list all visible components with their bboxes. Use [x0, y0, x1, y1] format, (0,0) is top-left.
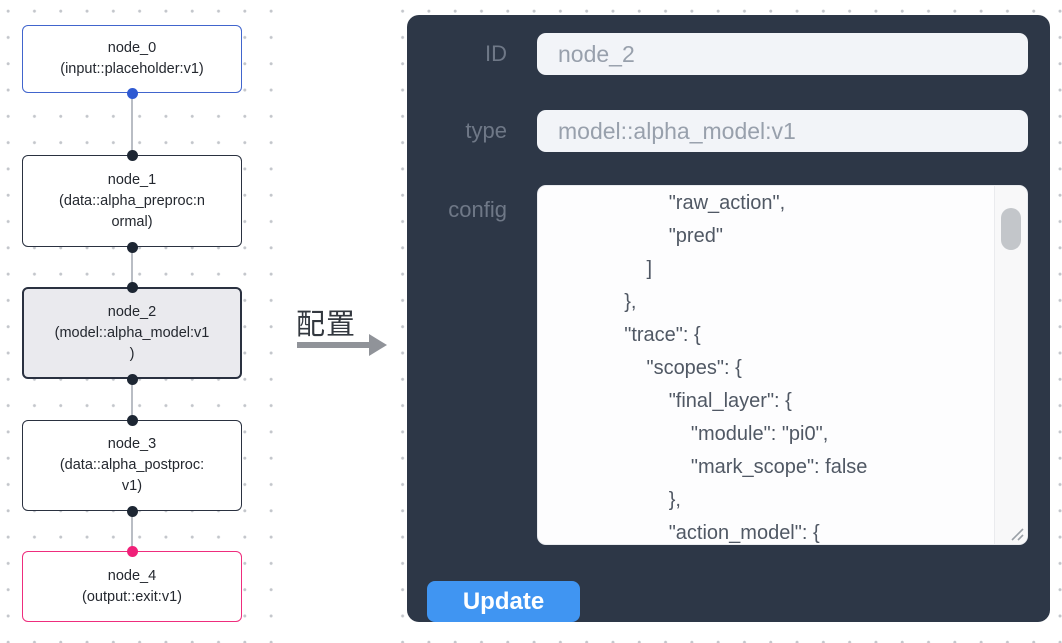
update-button[interactable]: Update	[427, 581, 580, 622]
node-subtitle: (data::alpha_postproc: v1)	[59, 457, 205, 494]
port-node0-bottom[interactable]	[126, 87, 138, 99]
node-title: node_3	[107, 436, 157, 452]
port-node2-top[interactable]	[126, 281, 138, 293]
scrollbar-thumb[interactable]	[1001, 208, 1021, 250]
node-label: node_3 (data::alpha_postproc: v1)	[60, 434, 204, 497]
node-label: node_4 (output::exit:v1)	[82, 566, 182, 608]
node-title: node_0	[107, 40, 157, 56]
flow-node-3[interactable]: node_3 (data::alpha_postproc: v1)	[22, 420, 242, 511]
scrollbar-track[interactable]	[994, 186, 1027, 544]
edge-node1-node2	[130, 247, 133, 287]
node-label: node_0 (input::placeholder:v1)	[60, 38, 203, 80]
flow-node-2-selected[interactable]: node_2 (model::alpha_model:v1 )	[22, 287, 242, 379]
config-field-label: config	[448, 197, 507, 222]
node-title: node_2	[107, 303, 157, 320]
node-subtitle: (model::alpha_model:v1 )	[54, 324, 210, 362]
node-subtitle: (input::placeholder:v1)	[60, 61, 204, 77]
resize-handle-icon[interactable]	[1008, 525, 1024, 541]
port-node1-top[interactable]	[126, 149, 138, 161]
node-label: node_1 (data::alpha_preproc:n ormal)	[59, 170, 205, 233]
edge-node3-node4	[130, 511, 133, 551]
node-subtitle: (output::exit:v1)	[82, 588, 182, 605]
port-node2-bottom[interactable]	[126, 373, 138, 385]
background-gap	[273, 0, 391, 643]
flow-node-4[interactable]: node_4 (output::exit:v1)	[22, 551, 242, 622]
flow-node-0[interactable]: node_0 (input::placeholder:v1)	[22, 25, 242, 93]
node-subtitle: (data::alpha_preproc:n ormal)	[59, 192, 205, 230]
right-arrow-icon	[369, 334, 387, 356]
port-node3-top[interactable]	[126, 414, 138, 426]
right-arrow-shaft	[297, 342, 369, 348]
edge-node2-node3	[130, 379, 133, 420]
configure-annotation-label: 配置	[296, 309, 357, 341]
node-config-panel: ID type config "raw_action", "pred" ] },…	[407, 15, 1050, 622]
id-field-label: ID	[485, 41, 507, 66]
node-title: node_1	[107, 171, 157, 188]
port-node3-bottom[interactable]	[126, 505, 138, 517]
port-node1-bottom[interactable]	[126, 241, 138, 253]
node-label: node_2 (model::alpha_model:v1 )	[55, 302, 210, 365]
id-input[interactable]	[537, 33, 1028, 75]
config-json-text[interactable]: "raw_action", "pred" ] }, "trace": { "sc…	[624, 192, 868, 544]
port-node4-top[interactable]	[126, 545, 138, 557]
config-textarea[interactable]: "raw_action", "pred" ] }, "trace": { "sc…	[537, 185, 1028, 545]
node-title: node_4	[107, 567, 157, 584]
type-input[interactable]	[537, 110, 1028, 152]
edge-node0-node1	[130, 93, 133, 155]
flow-node-1[interactable]: node_1 (data::alpha_preproc:n ormal)	[22, 155, 242, 247]
type-field-label: type	[465, 118, 507, 143]
